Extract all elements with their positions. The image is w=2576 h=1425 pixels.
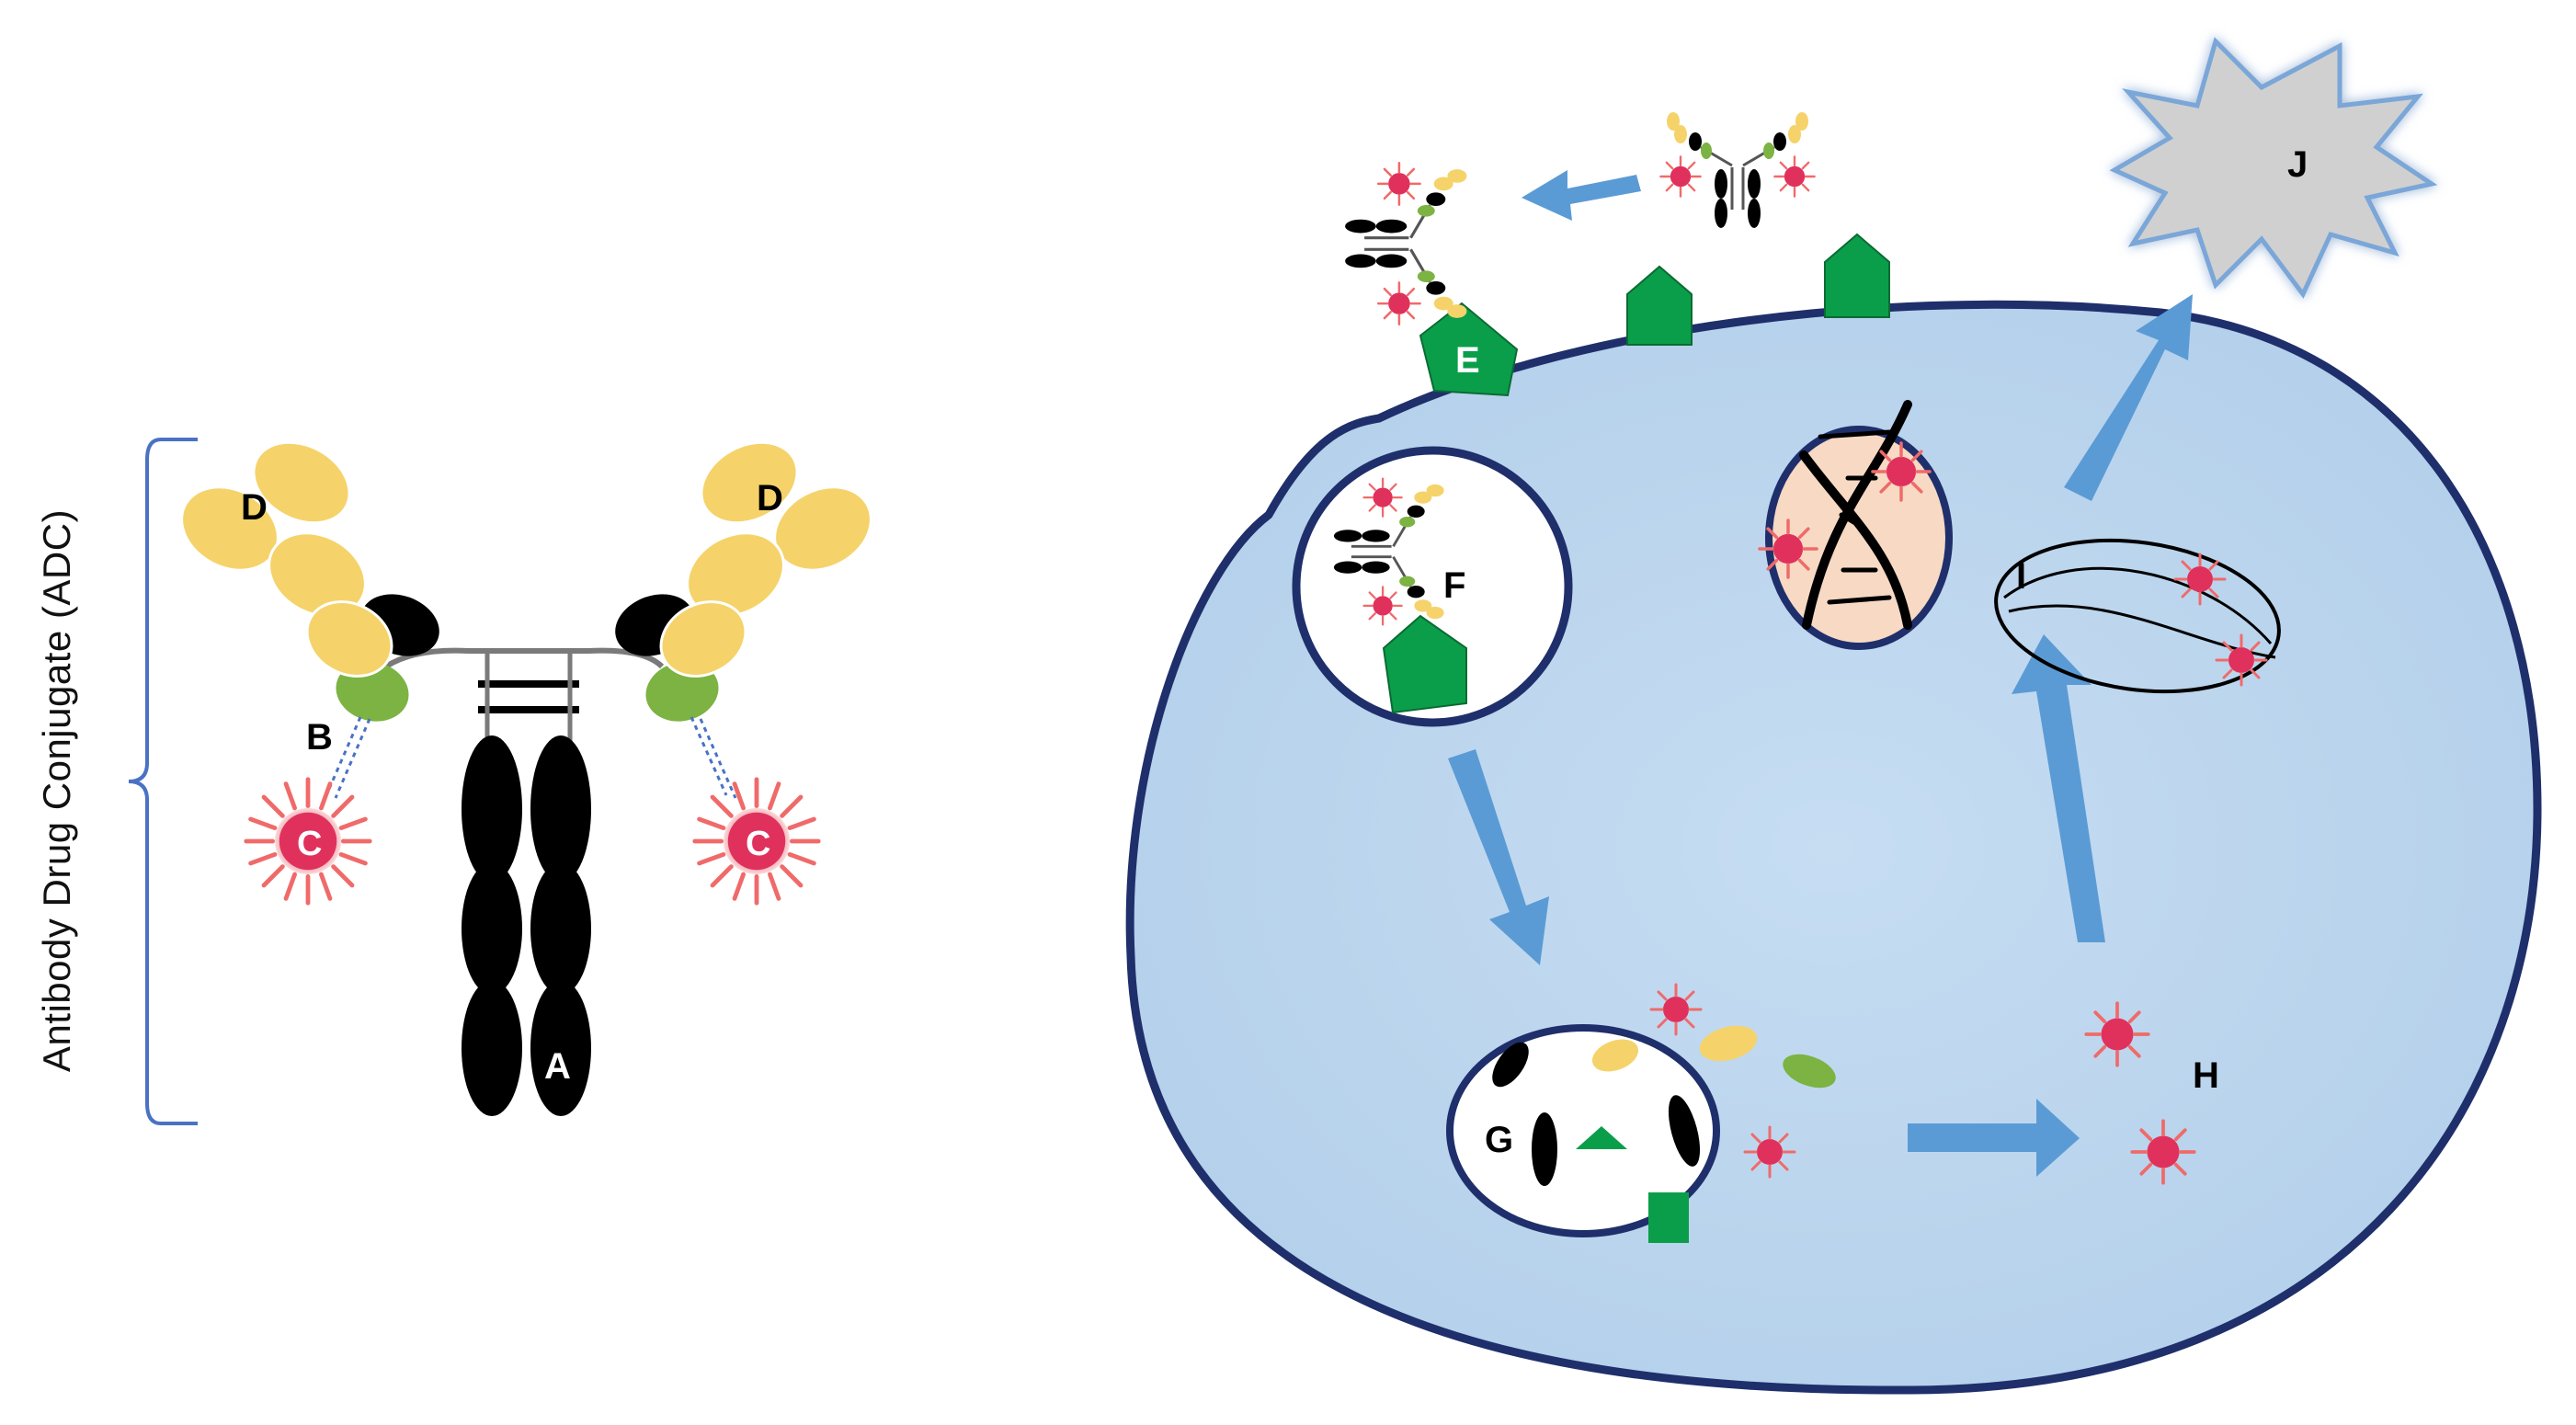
- free-payload: [2084, 1001, 2150, 1067]
- disulfide-bond: [478, 706, 579, 713]
- disulfide-bond: [478, 680, 579, 688]
- label-i: I: [2016, 556, 2026, 597]
- heavy-chain-domain: [462, 862, 522, 995]
- internalized-receptor: [1382, 614, 1467, 714]
- debris-antibody: [1668, 1095, 1701, 1167]
- microtubule-payload: [2173, 553, 2227, 606]
- dna-helix: [1799, 400, 1912, 630]
- light-chain-domain: [686, 531, 785, 618]
- free-adc: [1660, 112, 1814, 228]
- light-chain-domain: [268, 531, 367, 618]
- dna-payload: [1871, 441, 1932, 502]
- endosome-f: [1292, 446, 1573, 727]
- receptor: [1824, 233, 1890, 318]
- lysosome-g: [1446, 1024, 1720, 1237]
- microtubule-payload: [2215, 633, 2268, 687]
- spindle-fiber: [2003, 566, 2273, 644]
- debris-linker: [1783, 1054, 1836, 1089]
- debris-antibody: [1492, 1042, 1529, 1088]
- debris-receptor: [1576, 1126, 1627, 1149]
- label-h: H: [2193, 1055, 2219, 1096]
- label-c-right: C: [746, 825, 770, 863]
- debris-light-chain: [1591, 1039, 1639, 1072]
- label-g: G: [1485, 1120, 1513, 1160]
- adc-bracket: [128, 438, 198, 1125]
- debris-light-chain: [1699, 1025, 1758, 1062]
- label-e: E: [1455, 340, 1480, 381]
- bound-adc: [1345, 163, 1466, 325]
- arrow-h-to-i: [2012, 634, 2105, 942]
- arrow-to-apoptosis: [2064, 294, 2193, 501]
- heavy-chain-domain: [530, 980, 591, 1116]
- light-chain-domain: [700, 440, 799, 525]
- heavy-chain-domain: [462, 980, 522, 1116]
- adc-structure: D D B C C A: [180, 440, 872, 1116]
- heavy-chain-domain: [530, 735, 591, 883]
- label-b: B: [306, 717, 333, 758]
- label-d-left: D: [241, 487, 268, 528]
- debris-antibody: [1532, 1112, 1557, 1186]
- released-payload: [1649, 983, 1703, 1036]
- label-a: A: [544, 1046, 571, 1087]
- heavy-chain-domain: [530, 862, 591, 995]
- light-chain-domain: [305, 600, 393, 678]
- released-payload: [1743, 1125, 1796, 1179]
- debris-receptor: [1648, 1192, 1689, 1243]
- label-d-right: D: [757, 478, 783, 519]
- dna-payload: [1758, 519, 1818, 579]
- arrow-g-to-h: [1908, 1099, 2080, 1177]
- arrow-f-to-g: [1448, 749, 1549, 965]
- label-j: J: [2287, 144, 2308, 185]
- cell-death-burst: [2109, 37, 2438, 299]
- microtubule: [1994, 538, 2281, 694]
- linker-line: [325, 716, 737, 799]
- free-payload: [2130, 1119, 2196, 1185]
- heavy-chain-domain: [462, 735, 522, 883]
- label-f: F: [1443, 565, 1465, 606]
- receptor: [1626, 265, 1693, 346]
- light-chain-domain: [659, 600, 747, 678]
- binding-arrow: [1522, 170, 1641, 221]
- light-chain-domain: [252, 440, 351, 525]
- label-c-left: C: [297, 825, 322, 863]
